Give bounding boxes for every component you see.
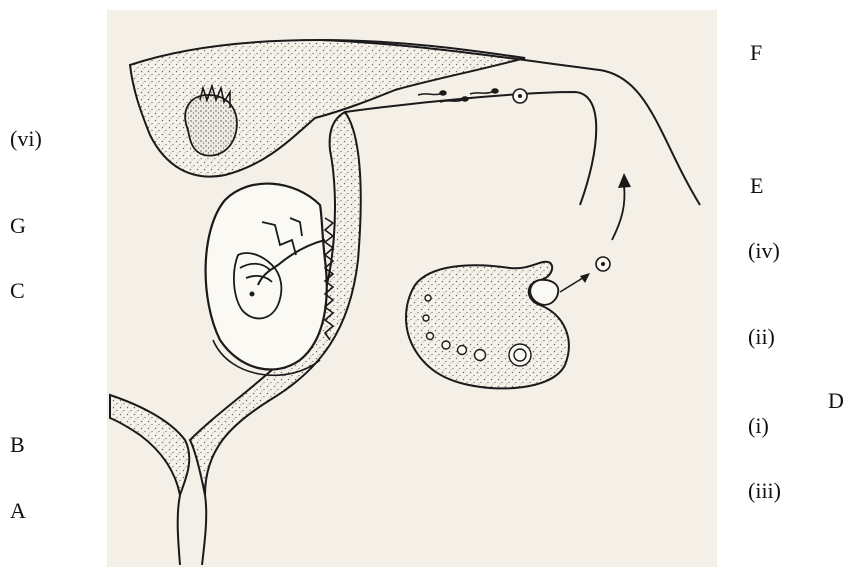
label-ii: (ii)	[748, 326, 775, 348]
label-C: C	[10, 280, 25, 302]
label-F: F	[750, 42, 762, 64]
amniotic-sac	[206, 184, 327, 370]
label-iii: (iii)	[748, 480, 781, 502]
label-E: E	[750, 175, 763, 197]
label-vi: (vi)	[10, 128, 42, 150]
label-iv: (iv)	[748, 240, 780, 262]
label-D: D	[828, 390, 844, 412]
label-i: (i)	[748, 415, 769, 437]
label-B: B	[10, 434, 25, 456]
label-A: A	[10, 500, 26, 522]
ruptured-follicle	[530, 280, 558, 305]
label-G: G	[10, 215, 26, 237]
released-egg	[596, 257, 610, 271]
egg-in-tube	[513, 89, 527, 103]
